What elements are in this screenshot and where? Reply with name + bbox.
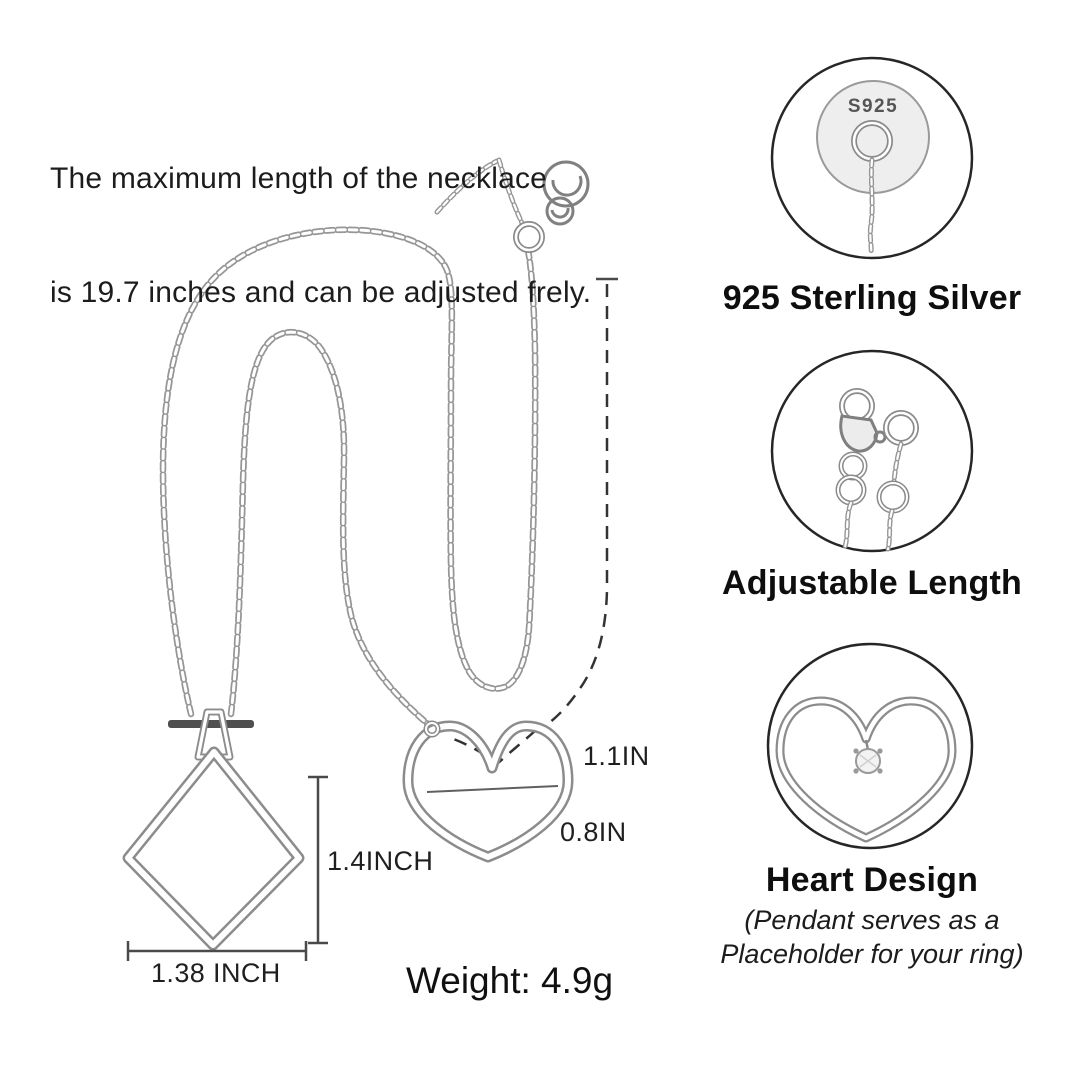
width-measure-line <box>126 941 308 961</box>
chain-inner-arch <box>230 331 430 726</box>
clasp-chain-left <box>843 501 853 549</box>
t-bar <box>168 720 254 728</box>
jump-ring <box>514 222 544 252</box>
gem-prong <box>853 748 859 754</box>
feature-circle-border <box>770 349 974 553</box>
feature-circle-border <box>766 642 974 850</box>
necklace-chain <box>159 157 539 729</box>
clasp-chain-mid <box>892 442 903 484</box>
heart-pendant-icon <box>775 696 957 843</box>
diamond-pendant <box>122 708 305 951</box>
dashed-line <box>548 284 609 724</box>
heart-width-label: 1.1IN <box>583 741 650 771</box>
lobster-clasp-icon <box>835 388 919 552</box>
chain-stub <box>497 158 524 225</box>
heart-width-chord <box>426 785 559 793</box>
heart-outline <box>405 723 571 860</box>
pendant-width-label: 1.38 INCH <box>151 958 281 988</box>
kite-outline <box>125 749 302 948</box>
chain-inner-arch <box>229 330 431 727</box>
extension-ring-large-coil <box>551 175 583 197</box>
tag-chain <box>869 158 874 255</box>
heart-pendant <box>402 720 574 863</box>
extension-ring-large <box>542 160 590 208</box>
heart-bail-ring <box>425 722 439 736</box>
headline: The maximum length of the necklace is 19… <box>50 84 591 388</box>
heart-icon-outline <box>777 698 955 841</box>
feature-title-adjustable-length: Adjustable Length <box>722 564 1022 602</box>
heart-design-note-line2: Placeholder for your ring) <box>720 939 1024 969</box>
pendant-bail <box>196 710 232 759</box>
gem-prong <box>877 768 883 774</box>
feature-title-heart-design: Heart Design <box>765 861 979 899</box>
pendant-height-label: 1.4INCH <box>327 846 434 876</box>
clasp-chain-right <box>886 509 894 551</box>
heart-height-label: 0.8IN <box>560 817 627 847</box>
chain-connector <box>435 159 499 214</box>
extension-ring-small <box>545 196 575 226</box>
feature-circle-heart <box>766 642 974 850</box>
chain-main-loop <box>161 228 537 716</box>
headline-line1: The maximum length of the necklace <box>50 162 548 195</box>
gem-prong <box>853 768 859 774</box>
heart-design-note: (Pendant serves as a Placeholder for you… <box>662 903 1080 971</box>
gem-facets <box>859 754 877 768</box>
height-measure-line <box>308 775 328 945</box>
headline-line2: is 19.7 inches and can be adjusted frely… <box>50 276 592 309</box>
kite-outline <box>122 746 305 951</box>
s925-stamp-text: S925 <box>848 96 898 117</box>
feature-circle-s925: S925 <box>770 56 974 260</box>
heart-design-note-line1: (Pendant serves as a <box>744 905 1000 935</box>
extension-ring-small-coil <box>550 207 570 219</box>
feature-circle-clasp <box>770 349 974 553</box>
chain-inner-arch <box>227 328 433 729</box>
extender-clasp <box>513 160 590 253</box>
gem-prong <box>877 748 883 754</box>
clasp-body <box>839 414 879 453</box>
weight-label: Weight: 4.9g <box>406 960 614 1001</box>
feature-title-sterling-silver: 925 Sterling Silver <box>722 279 1022 317</box>
clasp-link <box>873 430 887 444</box>
